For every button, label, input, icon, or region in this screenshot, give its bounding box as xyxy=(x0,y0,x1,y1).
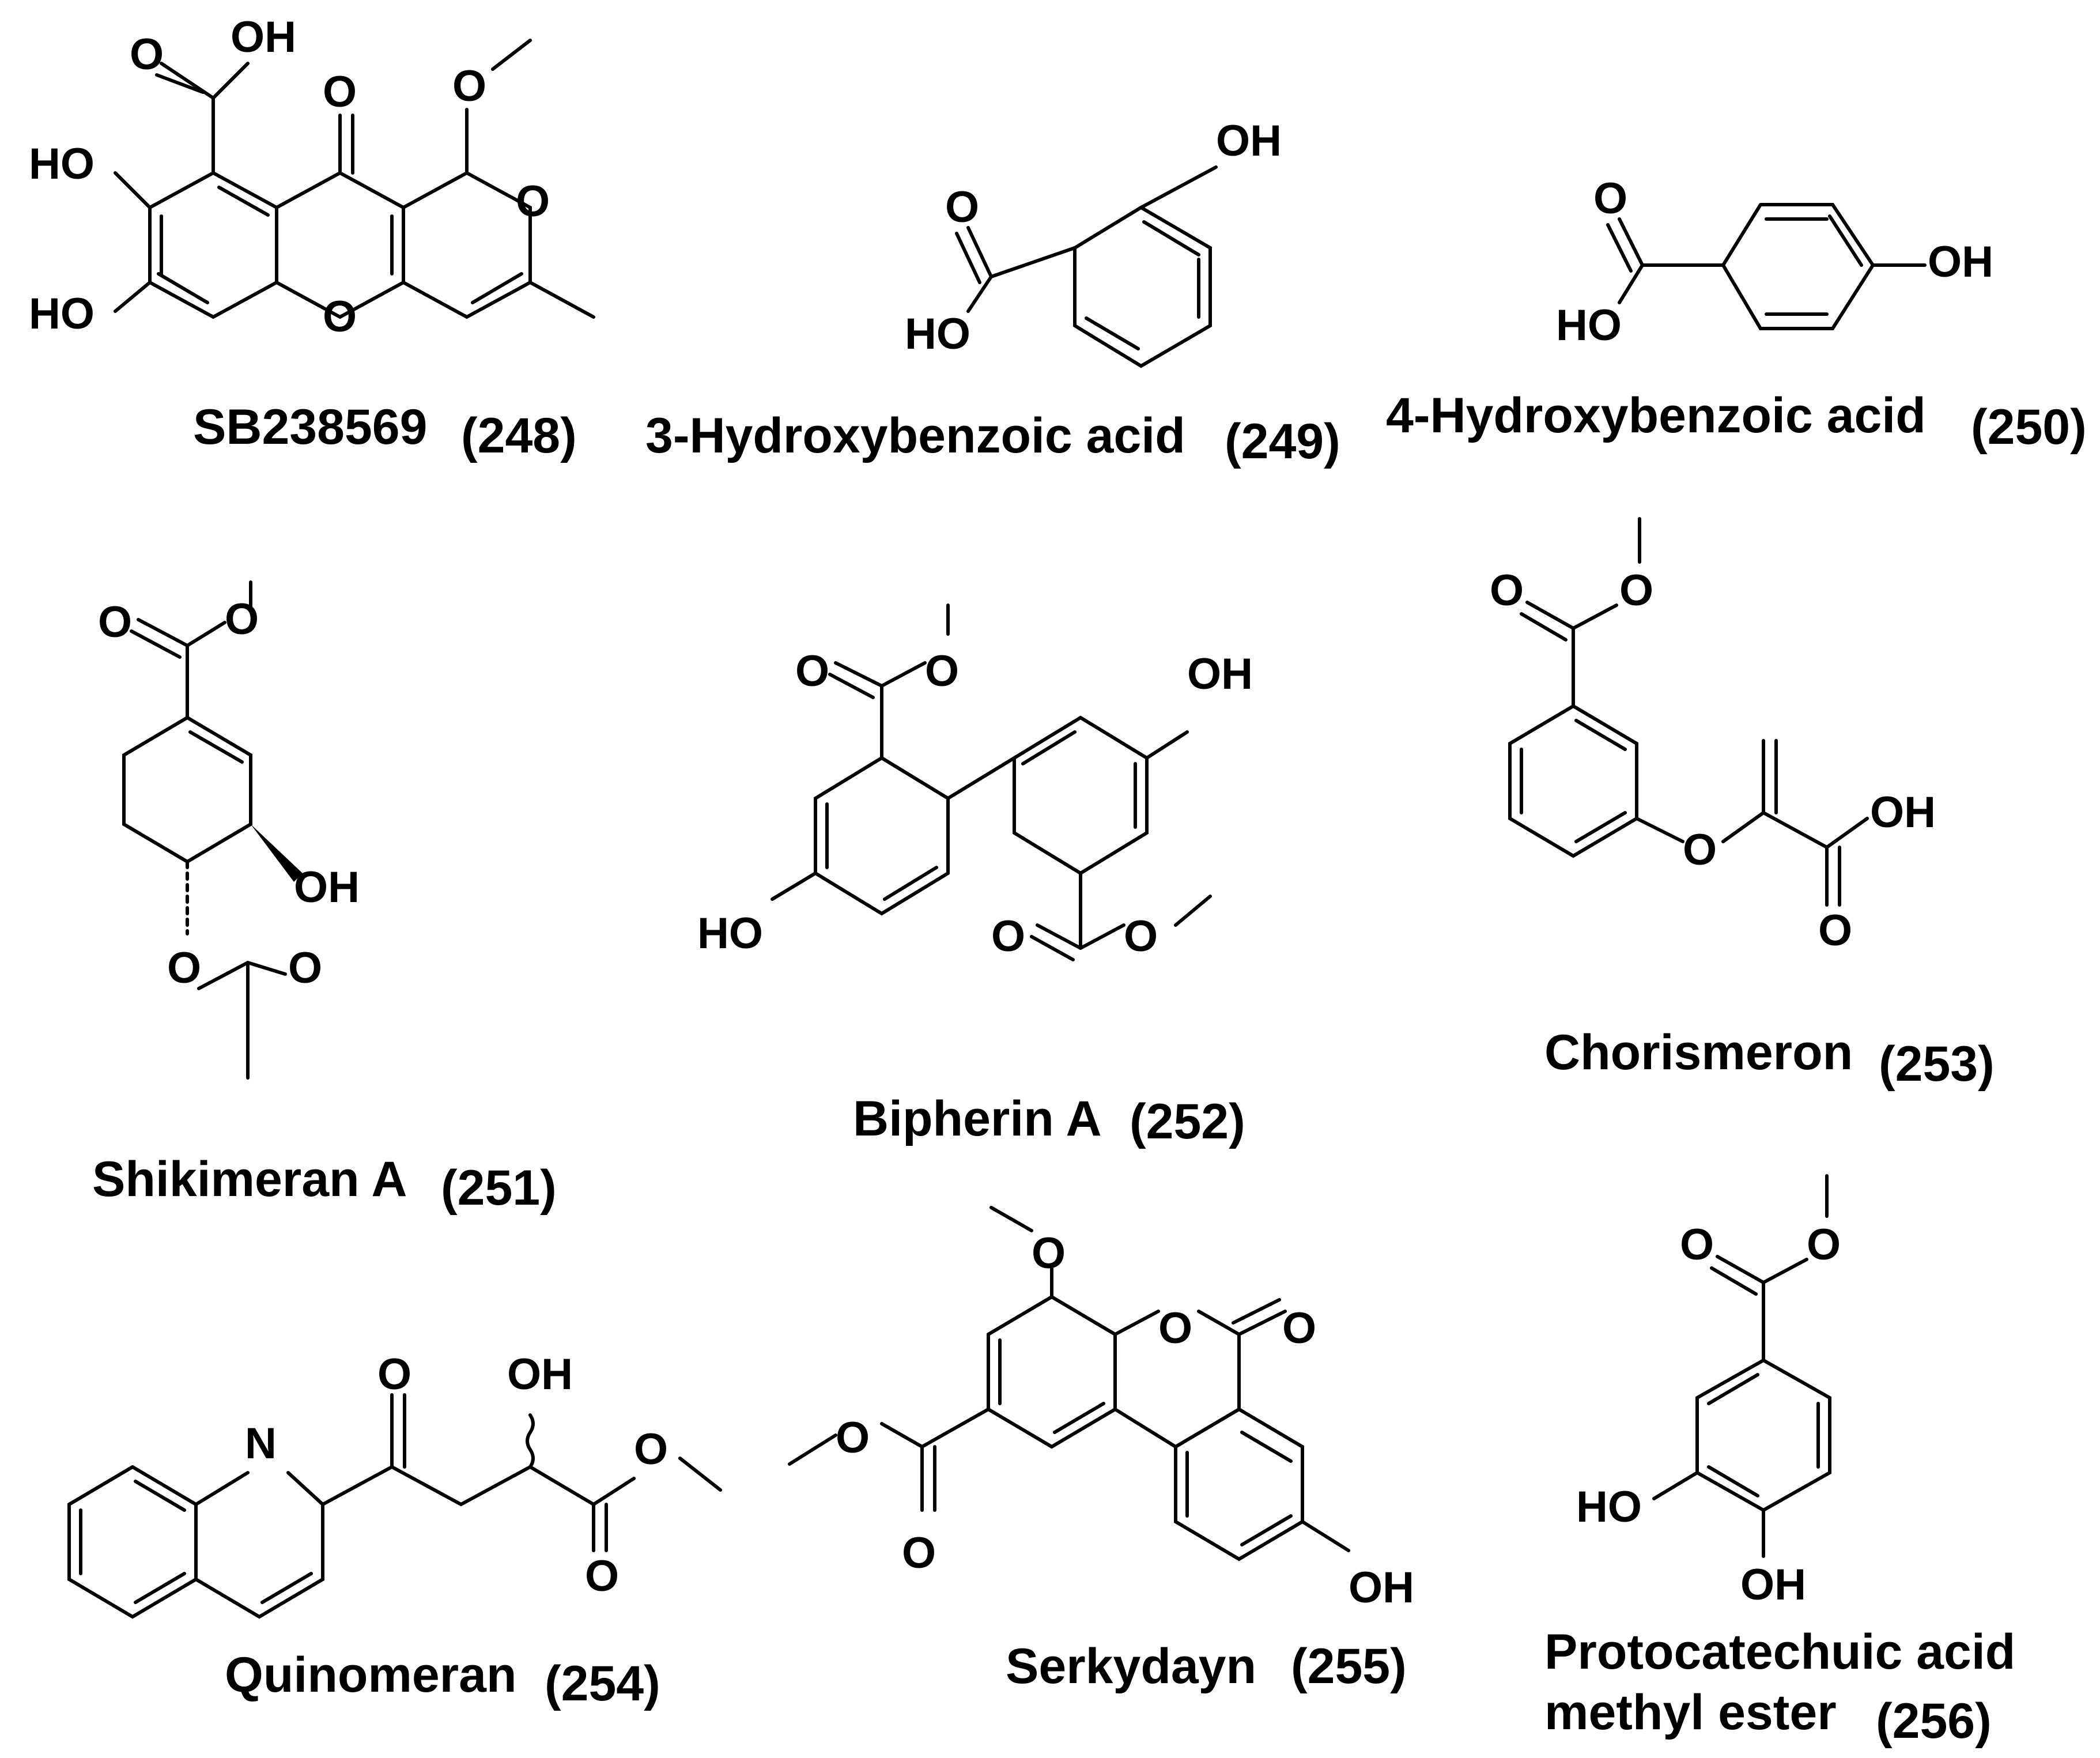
atom-oh-255a: OH xyxy=(1349,1563,1414,1612)
label-250-name: 4-Hydroxybenzoic acid xyxy=(1386,388,1926,443)
label-256-name-line1: Protocatechuic acid xyxy=(1544,1624,2015,1680)
atom-o-248a: O xyxy=(130,30,164,79)
atom-o-252d: O xyxy=(1124,912,1158,961)
atom-o-253d: O xyxy=(1818,906,1852,955)
atom-o-252c: O xyxy=(991,912,1025,961)
label-254-name: Quinomeran xyxy=(225,1647,517,1703)
atom-ho-252a: HO xyxy=(697,909,763,958)
atom-oh-248a: OH xyxy=(231,13,296,62)
label-252-number: (252) xyxy=(1130,1094,1245,1149)
atom-o-253c: O xyxy=(1683,825,1717,874)
label-249-name: 3-Hydroxybenzoic acid xyxy=(645,408,1185,463)
atom-o-248c: O xyxy=(452,62,486,111)
label-256-name-line2: methyl ester xyxy=(1544,1685,1837,1740)
atom-o-255b: O xyxy=(1158,1304,1192,1353)
atom-o-251d: O xyxy=(288,944,322,993)
structure-256 xyxy=(1652,1174,1831,1558)
atom-o-254a: O xyxy=(377,1350,411,1399)
structure-249 xyxy=(955,165,1218,368)
atom-o-251b: O xyxy=(225,595,259,644)
label-253-number: (253) xyxy=(1879,1036,1995,1092)
atom-o-248e: O xyxy=(516,177,550,226)
atom-oh-251a: OH xyxy=(294,863,360,912)
label-249-number: (249) xyxy=(1225,414,1340,469)
atom-oh-254a: OH xyxy=(507,1350,573,1399)
atom-ho-256a: HO xyxy=(1576,1482,1642,1531)
atom-o-248d: O xyxy=(323,292,357,341)
structure-253 xyxy=(1508,517,1869,907)
structure-251 xyxy=(122,580,303,1080)
atom-o-254c: O xyxy=(585,1552,619,1601)
label-251-number: (251) xyxy=(441,1160,557,1216)
atom-oh-249a: OH xyxy=(1216,116,1282,165)
atom-o-248b: O xyxy=(323,67,357,116)
structure-250 xyxy=(1606,203,1927,330)
label-256-number: (256) xyxy=(1876,1693,1992,1749)
atom-o-251a: O xyxy=(98,598,132,647)
atom-o-255a: O xyxy=(1032,1229,1066,1278)
label-250-number: (250) xyxy=(1971,399,2087,455)
atom-o-251c: O xyxy=(167,944,201,993)
atom-o-256b: O xyxy=(1807,1220,1841,1269)
atom-o-255e: O xyxy=(902,1529,936,1578)
label-248-number: (248) xyxy=(461,408,577,463)
atom-o-256a: O xyxy=(1680,1220,1714,1269)
atom-o-252a: O xyxy=(795,647,829,696)
atom-ho-248a: HO xyxy=(29,139,95,188)
label-255-name: Serkydayn xyxy=(1006,1639,1256,1694)
structure-248 xyxy=(114,39,595,319)
structure-254 xyxy=(67,1393,722,1619)
label-253-name: Chorismeron xyxy=(1544,1025,1853,1080)
label-248-name: SB238569 xyxy=(193,399,427,455)
label-251-name: Shikimeran A xyxy=(92,1152,407,1207)
label-252-name: Bipherin A xyxy=(853,1091,1102,1146)
atom-oh-252a: OH xyxy=(1187,650,1253,699)
atom-o-249a: O xyxy=(945,183,979,232)
atom-o-252b: O xyxy=(925,647,959,696)
label-255-number: (255) xyxy=(1291,1639,1407,1694)
atom-o-255d: O xyxy=(836,1413,870,1462)
atom-o-255c: O xyxy=(1282,1304,1316,1353)
structure-252 xyxy=(770,603,1212,961)
atom-o-254b: O xyxy=(634,1425,668,1474)
atom-n-254a: N xyxy=(245,1419,277,1468)
atom-ho-248b: HO xyxy=(29,289,95,338)
label-254-number: (254) xyxy=(545,1656,660,1711)
atom-o-250a: O xyxy=(1593,174,1627,223)
atom-oh-256a: OH xyxy=(1740,1560,1806,1609)
structure-255 xyxy=(788,1206,1350,1561)
atom-ho-250a: HO xyxy=(1556,301,1622,350)
atom-o-253b: O xyxy=(1619,566,1653,615)
atom-o-253a: O xyxy=(1490,566,1524,615)
atom-oh-253a: OH xyxy=(1870,788,1936,837)
atom-ho-249a: HO xyxy=(905,310,970,359)
atom-oh-250a: OH xyxy=(1928,237,1993,286)
